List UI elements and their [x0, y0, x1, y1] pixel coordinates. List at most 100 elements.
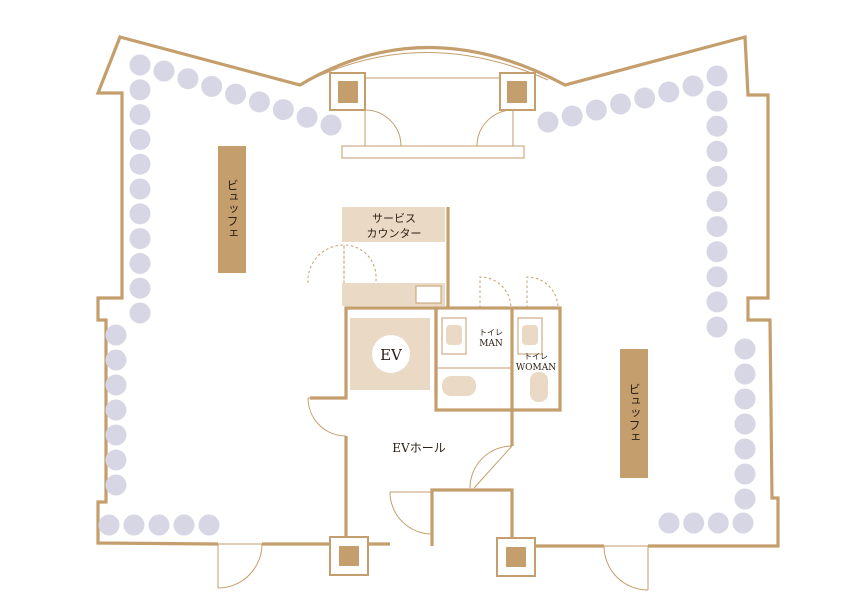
service-counter-label-2: カウンター [367, 227, 422, 240]
seat [296, 106, 318, 128]
toilet-block [434, 306, 562, 412]
entrance-right-swing [603, 545, 649, 591]
seat [129, 252, 151, 274]
pillar-bottom-left [339, 546, 359, 566]
seat [706, 191, 728, 212]
buffet-table-right [620, 349, 648, 478]
seat [734, 488, 756, 510]
seat [706, 65, 728, 87]
sink [415, 285, 442, 304]
seat [173, 514, 195, 536]
seat [105, 399, 127, 421]
seat [706, 115, 728, 137]
ev-hall-corridor [430, 488, 514, 546]
seat [148, 514, 170, 536]
top-counter [341, 145, 525, 159]
seat [706, 165, 728, 187]
door-top-left-swing [364, 109, 402, 147]
toilet-man-label-2: MAN [479, 339, 503, 349]
seat [706, 216, 728, 238]
pillar-bottom-right [506, 547, 526, 567]
seat [683, 512, 705, 534]
seat [198, 514, 220, 536]
seat [129, 178, 151, 200]
pillar-bottom-right-frame [496, 537, 536, 577]
seat [129, 104, 151, 126]
urinal [446, 325, 462, 345]
seat [585, 99, 607, 121]
seat [707, 512, 729, 534]
toilet-man-label-1: トイレ [479, 328, 503, 337]
seat [129, 128, 151, 150]
inner-arc [309, 52, 549, 81]
service-door-left [307, 244, 345, 283]
seat [272, 99, 294, 121]
seat [658, 512, 680, 534]
toilet-man-door [479, 276, 512, 309]
seat [129, 203, 151, 225]
seat [732, 512, 754, 534]
ev-hall-label: EVホール [392, 441, 445, 455]
door-ev-right-swing [469, 445, 513, 489]
door-top-right-swing [476, 109, 514, 147]
seat [610, 93, 631, 115]
seat [105, 374, 127, 396]
elevator-label: EV [380, 346, 403, 364]
seat [734, 413, 756, 435]
seat [734, 363, 756, 385]
seat [129, 277, 151, 299]
seat [706, 90, 728, 112]
door-bottom-center-swing [389, 491, 433, 535]
seat [129, 153, 151, 175]
seat [153, 60, 175, 82]
service-counter-label-1: サービス [372, 212, 416, 225]
seat [634, 87, 656, 109]
seat [734, 388, 756, 410]
seat [123, 514, 145, 536]
toilet-woman-bowl [530, 372, 548, 402]
toilet-man-bowl [442, 376, 476, 396]
seat [734, 463, 756, 485]
toilet-woman-label-2: WOMAN [516, 363, 556, 373]
seat [105, 424, 127, 446]
sink-woman [522, 325, 538, 345]
buffet-right-label: ビュッフェ [627, 383, 641, 443]
seat [537, 111, 559, 133]
seat [706, 241, 728, 263]
pillar-top-right [507, 81, 527, 103]
seat [177, 68, 199, 90]
seat [225, 83, 247, 105]
seat [105, 349, 127, 371]
seat-group [98, 54, 756, 536]
elevator-badge [372, 335, 410, 373]
seat [320, 114, 342, 136]
seat [129, 79, 151, 101]
seat [248, 91, 270, 113]
seat [98, 514, 120, 536]
seat [129, 228, 151, 250]
buffet-left-label: ビュッフェ [225, 179, 239, 239]
toilet-woman-door [526, 276, 559, 309]
seat [105, 449, 127, 471]
toilet-woman-label-1: トイレ [524, 352, 548, 361]
seat [682, 75, 704, 97]
door-ev-right-leaf [473, 445, 513, 489]
seat [201, 75, 223, 97]
service-counter [342, 207, 445, 242]
seat [658, 81, 680, 103]
pillar-top-right-frame [499, 72, 536, 111]
seat [706, 291, 728, 313]
service-door-right [343, 244, 377, 283]
seat [706, 266, 728, 288]
pillar-top-left [338, 81, 358, 103]
seat [105, 474, 127, 496]
entrance-left-swing [217, 543, 263, 589]
seat [734, 338, 756, 360]
seat [129, 54, 151, 76]
seat [706, 316, 728, 338]
seat [706, 140, 728, 162]
seat [734, 438, 756, 460]
seat [129, 302, 151, 324]
door-ev-left-swing [307, 397, 347, 437]
